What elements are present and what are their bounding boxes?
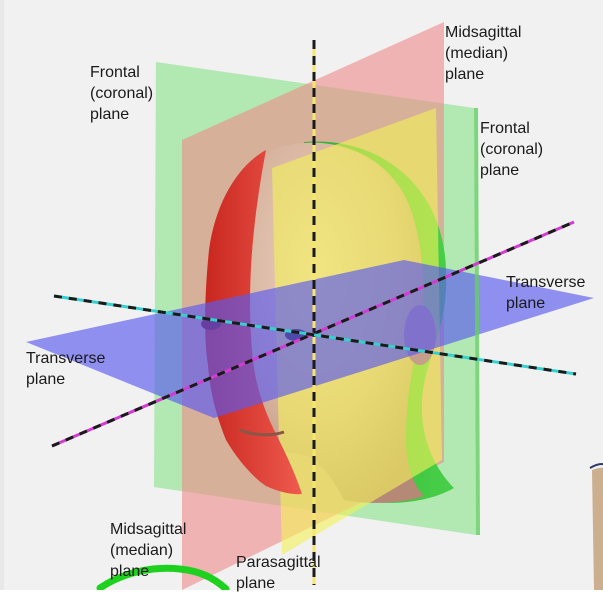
label-frontal-right: Frontal (coronal) plane bbox=[480, 118, 543, 181]
label-parasagittal: Parasagittal plane bbox=[236, 552, 321, 594]
partial-edge-outline bbox=[590, 464, 603, 468]
label-transverse-right: Transverse plane bbox=[506, 272, 585, 314]
label-midsagittal-bottom: Midsagittal (median) plane bbox=[110, 519, 186, 582]
label-frontal-left: Frontal (coronal) plane bbox=[90, 62, 153, 125]
label-midsagittal-top: Midsagittal (median) plane bbox=[445, 22, 521, 85]
label-transverse-left: Transverse plane bbox=[26, 348, 105, 390]
partial-edge-object bbox=[592, 468, 603, 590]
